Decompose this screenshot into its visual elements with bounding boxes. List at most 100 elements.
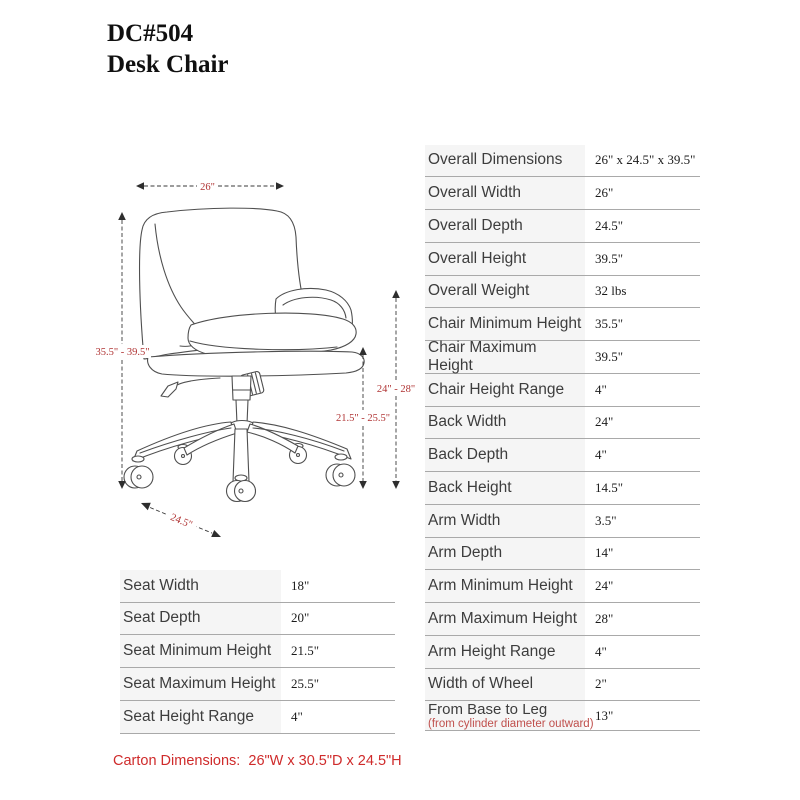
arrow-down-icon: [118, 481, 126, 489]
row-value: 32 lbs: [595, 283, 627, 299]
arrow-right-icon: [276, 182, 284, 190]
caster-front-left: [123, 455, 154, 489]
dim-seat-height-range: 21.5" - 25.5": [336, 413, 390, 424]
chair-back-inner-contour: [154, 223, 199, 329]
row-label: Arm Width: [428, 511, 501, 529]
row-value: 4": [595, 447, 607, 463]
table-row: Arm Maximum Height 28": [425, 603, 700, 636]
row-value: 39.5": [595, 348, 624, 364]
row-label: Back Width: [428, 413, 507, 431]
table-row: Width of Wheel 2": [425, 668, 700, 702]
table-row: Seat Width 18": [120, 569, 395, 603]
chair-dimension-diagram: 26" 35.5" - 39.5" 24" - 28" 21.5" - 25.5…: [94, 182, 420, 537]
row-value: 4": [291, 708, 303, 724]
dimension-arrowheads: [118, 182, 400, 537]
row-label: Seat Minimum Height: [123, 642, 272, 660]
row-value: 4": [595, 643, 607, 659]
row-label: Overall Height: [428, 249, 527, 267]
row-label: Overall Depth: [428, 216, 523, 234]
row-label: Seat Maximum Height: [123, 674, 276, 692]
dimension-labels: 26" 35.5" - 39.5" 24" - 28" 21.5" - 25.5…: [94, 182, 420, 533]
row-label: Overall Dimensions: [428, 151, 563, 169]
row-value: 21.5": [291, 643, 320, 659]
row-label: Arm Minimum Height: [428, 577, 573, 595]
row-value: 2": [595, 676, 607, 692]
row-value: 4": [595, 381, 607, 397]
arrow-down-icon: [392, 481, 400, 489]
row-label: Seat Height Range: [123, 707, 254, 725]
arrow-up-icon: [392, 290, 400, 298]
row-value: 3.5": [595, 512, 617, 528]
page-title: DC#504 Desk Chair: [107, 18, 229, 80]
chair-cylinder-upper: [231, 375, 252, 401]
table-row: Back Height 14.5": [425, 472, 700, 505]
caster-front-center: [225, 474, 257, 503]
base-arm-front: [232, 428, 250, 483]
chair-seat-cushion: [187, 312, 357, 358]
row-value: 24.5": [595, 217, 624, 233]
chair-right-arm-inner: [282, 296, 347, 319]
row-label: Back Height: [428, 478, 512, 496]
row-value: 18": [291, 577, 310, 593]
base-ridge-right: [252, 427, 345, 452]
row-value: 26": [595, 185, 614, 201]
row-value: 28": [595, 610, 614, 626]
arrow-downright-icon: [211, 530, 221, 537]
row-value: 14": [595, 545, 614, 561]
arrow-up-icon: [359, 347, 367, 355]
table-row: Seat Maximum Height 25.5": [120, 668, 395, 701]
chair-tilt-lever-paddle: [160, 381, 179, 398]
row-label: Arm Depth: [428, 544, 503, 562]
table-row: Arm Width 3.5": [425, 504, 700, 538]
table-row: Seat Height Range 4": [120, 700, 395, 734]
chair-seat-base: [147, 350, 365, 377]
base-ridge-left: [139, 427, 232, 454]
arrow-up-icon: [118, 212, 126, 220]
row-label: Seat Depth: [123, 609, 201, 627]
overall-spec-table: Overall Dimensions 26" x 24.5" x 39.5" O…: [425, 144, 700, 732]
table-row: Chair Maximum Height 39.5": [425, 338, 700, 374]
chair-illustration: [123, 207, 365, 503]
arrow-left-icon: [136, 182, 144, 190]
row-value: 24": [595, 414, 614, 430]
row-value: 35.5": [595, 316, 624, 332]
carton-dimensions-note: Carton Dimensions: 26"W x 30.5"D x 24.5"…: [113, 753, 402, 769]
table-row: Chair Height Range 4": [425, 373, 700, 407]
chair-seat-front-line: [189, 340, 338, 351]
seat-spec-table: Seat Width 18" Seat Depth 20" Seat Minim…: [120, 569, 395, 734]
table-row: Back Width 24": [425, 406, 700, 440]
row-value: 20": [291, 610, 310, 626]
row-label: Overall Width: [428, 184, 522, 202]
dim-height-range: 35.5" - 39.5": [95, 347, 149, 358]
table-row: Back Depth 4": [425, 439, 700, 472]
caster-front-right: [325, 453, 356, 487]
model-number: DC#504: [107, 20, 194, 47]
row-value: 26" x 24.5" x 39.5": [595, 152, 696, 168]
row-label: Chair Maximum Height: [428, 338, 537, 374]
table-row: From Base to Leg (from cylinder diameter…: [425, 700, 700, 732]
arrow-down-icon: [359, 481, 367, 489]
product-name: Desk Chair: [107, 51, 229, 78]
row-value: 25.5": [291, 675, 320, 691]
row-value: 24": [595, 578, 614, 594]
row-label: Back Depth: [428, 446, 509, 464]
row-label: Chair Height Range: [428, 380, 565, 398]
row-label: From Base to Leg: [428, 700, 548, 718]
table-row: Chair Minimum Height 35.5": [425, 308, 700, 341]
table-row: Overall Height 39.5": [425, 242, 700, 276]
dim-overall-depth: 24.5": [169, 512, 194, 531]
row-value: 13": [595, 707, 614, 723]
dim-overall-width: 26": [200, 182, 215, 193]
row-label: Chair Minimum Height: [428, 315, 582, 333]
chair-tilt-lever-rod: [176, 377, 221, 386]
table-row: Arm Depth 14": [425, 537, 700, 571]
arrow-upleft-icon: [141, 502, 151, 511]
row-label: Overall Weight: [428, 282, 530, 300]
row-sublabel: (from cylinder diameter outward): [428, 717, 594, 730]
row-label: Arm Height Range: [428, 642, 556, 660]
table-row: Seat Minimum Height 21.5": [120, 635, 395, 669]
row-value: 39.5": [595, 250, 624, 266]
table-row: Arm Minimum Height 24": [425, 570, 700, 603]
table-row: Overall Weight 32 lbs: [425, 275, 700, 309]
